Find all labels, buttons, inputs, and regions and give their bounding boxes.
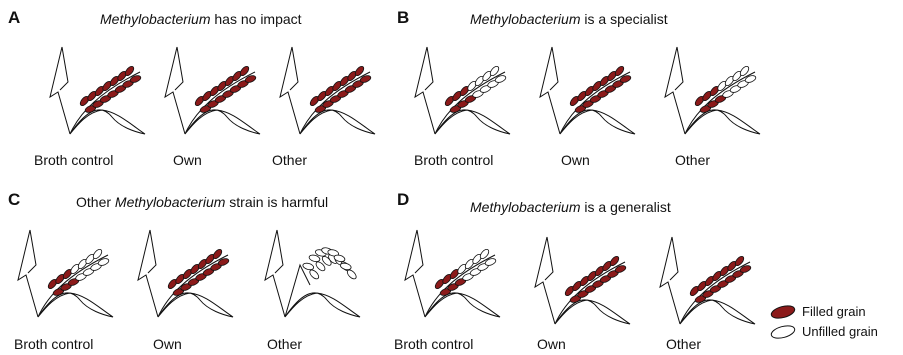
legend-filled-grain: Filled grain — [770, 304, 866, 319]
rice-panicle-plant — [128, 225, 238, 325]
leaf — [415, 47, 435, 134]
leaf — [38, 293, 113, 317]
plant-caption: Own — [537, 336, 566, 352]
leaf — [50, 47, 70, 134]
rice-panicle-plant — [255, 225, 365, 325]
filled-grain — [619, 74, 631, 83]
leaf — [685, 110, 760, 134]
plant-caption: Other — [272, 152, 307, 168]
leaf — [18, 230, 38, 317]
filled-grain — [244, 74, 256, 83]
plant-caption: Broth control — [14, 336, 93, 352]
panel-a-label: A — [8, 8, 20, 28]
panel-c-label: C — [8, 190, 20, 210]
filled-grain — [359, 74, 371, 83]
rice-panicle-plant — [655, 42, 765, 142]
plant-caption: Own — [561, 152, 590, 168]
leaf — [138, 230, 158, 317]
filled-grain — [217, 257, 229, 266]
leaf — [435, 110, 510, 134]
stem — [285, 265, 310, 317]
rice-panicle-plant — [40, 42, 150, 142]
rice-panicle-plant — [405, 42, 515, 142]
leaf — [665, 47, 685, 134]
plant-caption: Other — [267, 336, 302, 352]
leaf — [165, 47, 185, 134]
filled-grain — [129, 74, 141, 83]
plant-caption: Other — [666, 336, 701, 352]
panel-b-label: B — [397, 8, 409, 28]
panel-d-label: D — [397, 190, 409, 210]
plant-caption: Own — [153, 336, 182, 352]
unfilled-grain — [494, 74, 506, 83]
plant-caption: Broth control — [414, 152, 493, 168]
plant-caption: Own — [173, 152, 202, 168]
filled-grain-icon — [770, 305, 796, 319]
leaf — [540, 47, 560, 134]
leaf — [425, 293, 500, 317]
panel-c-title: Other Methylobacterium strain is harmful — [76, 194, 328, 210]
leaf — [560, 110, 635, 134]
leaf — [70, 110, 145, 134]
panel-d-title: Methylobacterium is a generalist — [470, 199, 671, 215]
rice-panicle-plant — [155, 42, 265, 142]
leaf — [555, 300, 630, 324]
panel-b-title: Methylobacterium is a specialist — [470, 11, 668, 27]
leaf — [660, 237, 680, 324]
unfilled-grain — [308, 268, 320, 280]
unfilled-grain — [484, 257, 496, 266]
leaf — [405, 230, 425, 317]
plant-caption: Other — [675, 152, 710, 168]
rice-panicle-plant — [530, 42, 640, 142]
leaf — [535, 237, 555, 324]
leaf — [300, 110, 375, 134]
rice-panicle-plant — [395, 225, 505, 325]
rice-panicle-plant — [8, 225, 118, 325]
unfilled-grain — [744, 74, 756, 83]
leaf — [285, 293, 360, 317]
plant-caption: Broth control — [34, 152, 113, 168]
filled-grain — [739, 264, 751, 273]
rice-panicle-plant — [650, 232, 760, 332]
legend-filled-label: Filled grain — [802, 304, 866, 319]
unfilled-grain-icon — [770, 325, 796, 339]
leaf — [280, 47, 300, 134]
leaf — [680, 300, 755, 324]
filled-grain — [614, 264, 626, 273]
rice-panicle-plant — [270, 42, 380, 142]
legend-unfilled-grain: Unfilled grain — [770, 324, 878, 339]
panel-a-title: Methylobacterium has no impact — [100, 11, 302, 27]
leaf — [265, 230, 285, 317]
rice-panicle-plant — [525, 232, 635, 332]
unfilled-grain — [97, 257, 109, 266]
leaf — [158, 293, 233, 317]
plant-caption: Broth control — [394, 336, 473, 352]
leaf — [185, 110, 260, 134]
legend-unfilled-label: Unfilled grain — [802, 324, 878, 339]
